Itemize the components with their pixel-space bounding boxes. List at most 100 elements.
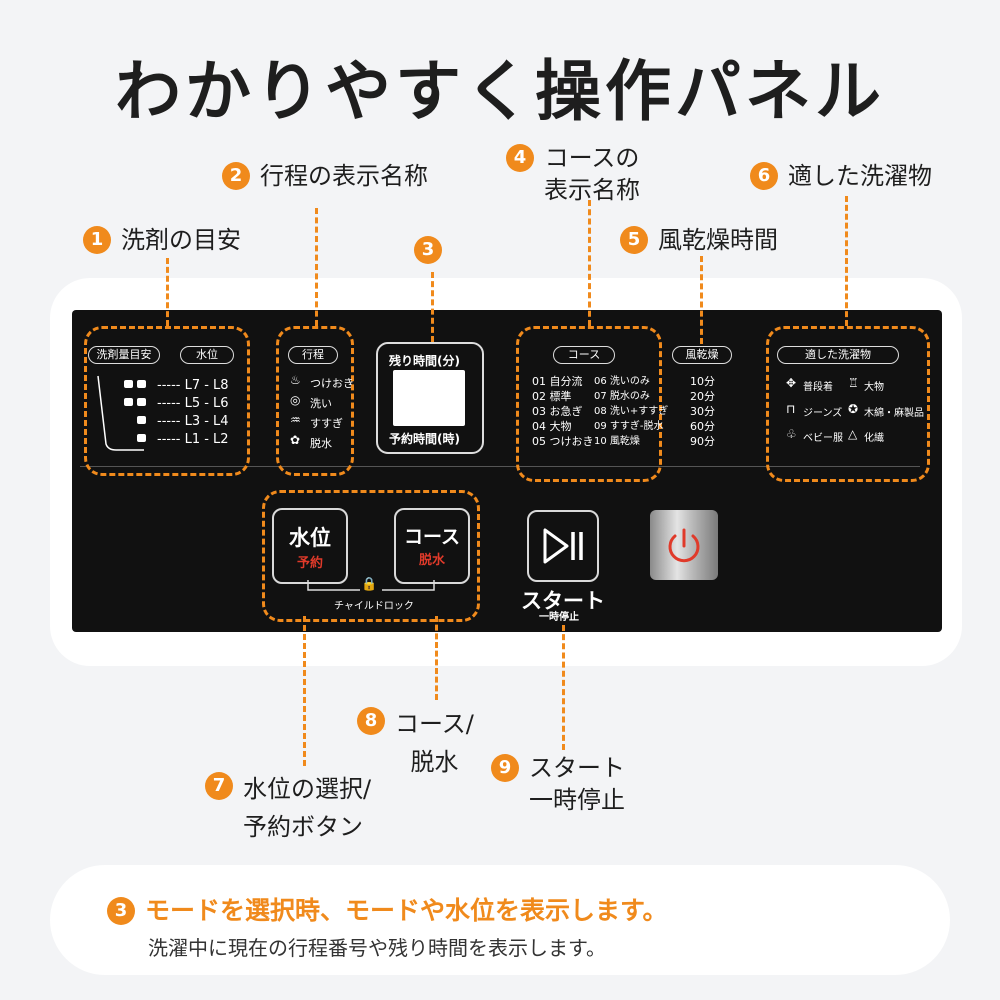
callout-number: 4 xyxy=(506,144,534,172)
course-item: 10 風乾燥 xyxy=(594,436,640,447)
child-lock-label: チャイルドロック xyxy=(334,601,414,612)
buttons-outline xyxy=(262,490,480,622)
pause-label: 一時停止 xyxy=(539,612,579,623)
course-item: 07 脱水のみ xyxy=(594,391,650,402)
course-button[interactable]: コース 脱水 xyxy=(394,508,470,584)
laundry-header: 適した洗濯物 xyxy=(777,346,899,364)
connector-line xyxy=(303,616,306,766)
rinse-icon: ♒ xyxy=(290,413,301,427)
process-rinse-label: すすぎ xyxy=(310,417,343,430)
course-button-label: コース xyxy=(403,526,461,548)
callout-number: 3 xyxy=(107,897,135,925)
connector-line xyxy=(166,258,169,326)
start-pause-button[interactable] xyxy=(527,510,599,582)
callout-number: 6 xyxy=(750,162,778,190)
callout-number: 3 xyxy=(414,236,442,264)
callout-label: 適した洗濯物 xyxy=(788,162,932,190)
callout-process-name: 2 行程の表示名称 xyxy=(222,160,428,192)
cotton-linen-icon: ✪ xyxy=(848,402,859,416)
connector-line xyxy=(435,616,438,700)
process-header: 行程 xyxy=(288,346,338,364)
synthetic-icon: △ xyxy=(848,427,858,441)
water-level-button-label: 水位 xyxy=(289,526,331,550)
course-item: 03 お急ぎ xyxy=(532,405,583,418)
lcd-screen xyxy=(393,370,465,426)
soak-icon: ♨ xyxy=(290,373,301,387)
course-list-right: 06 洗いのみ 07 脱水のみ 08 洗い+すすぎ 09 すすぎ-脱水 10 風… xyxy=(594,374,668,449)
callout-number: 7 xyxy=(205,772,233,800)
laundry-item: ベビー服 xyxy=(803,433,843,444)
connector-line xyxy=(431,272,434,342)
display-note-heading: 3 モードを選択時、モードや水位を表示します。 xyxy=(107,895,668,927)
process-soak-label: つけおき xyxy=(310,377,354,390)
baby-clothes-icon: ♧ xyxy=(786,427,797,441)
course-outline xyxy=(516,326,662,482)
callout-display: 3 xyxy=(414,234,442,264)
callout-number: 2 xyxy=(222,162,250,190)
course-item: 01 自分流 xyxy=(532,375,583,388)
callout-course-spin-button: 8 コース/ 脱水 xyxy=(357,705,474,781)
course-item: 04 大物 xyxy=(532,420,572,433)
process-wash-label: 洗い xyxy=(310,397,332,410)
callout-number: 9 xyxy=(491,754,519,782)
laundry-item: 大物 xyxy=(864,382,884,393)
air-dry-time: 20分 xyxy=(690,390,715,403)
course-item: 05 つけおき xyxy=(532,435,594,448)
course-item: 08 洗い+すすぎ xyxy=(594,406,669,417)
lock-icon: 🔒 xyxy=(361,577,378,592)
callout-label: 行程の表示名称 xyxy=(260,162,428,190)
laundry-item: 化繊 xyxy=(864,433,884,444)
connector-line xyxy=(845,196,848,326)
display-frame xyxy=(376,342,484,454)
level-row: ----- L5 - L6 xyxy=(157,396,229,411)
detergent-amount-header: 洗剤量目安 xyxy=(88,346,160,364)
callout-detergent-guide: 1 洗剤の目安 xyxy=(83,224,241,256)
callout-number: 8 xyxy=(357,707,385,735)
power-button[interactable] xyxy=(650,510,718,580)
water-level-button[interactable]: 水位 予約 xyxy=(272,508,348,584)
level-row: ----- L7 - L8 xyxy=(157,378,229,393)
course-item: 09 すすぎ-脱水 xyxy=(594,421,664,432)
panel-divider xyxy=(80,466,920,467)
connector-line xyxy=(562,625,565,750)
note-line-1: モードを選択時、モードや水位を表示します。 xyxy=(145,896,668,925)
air-dry-times: 10分 20分 30分 60分 90分 xyxy=(690,374,715,449)
child-lock-bracket xyxy=(307,580,435,591)
jeans-icon: ⊓ xyxy=(786,402,796,416)
start-label: スタート xyxy=(521,589,605,613)
air-dry-time: 60分 xyxy=(690,420,715,433)
course-item: 06 洗いのみ xyxy=(594,376,650,387)
wash-icon: ◎ xyxy=(290,393,301,407)
connector-line xyxy=(315,208,318,326)
callout-number: 1 xyxy=(83,226,111,254)
course-list-left: 01 自分流 02 標準 03 お急ぎ 04 大物 05 つけおき xyxy=(532,374,594,449)
callout-water-level-button: 7 水位の選択/ 予約ボタン xyxy=(205,770,371,846)
callout-label: スタート 一時停止 xyxy=(529,754,625,814)
remaining-time-label: 残り時間(分) xyxy=(389,354,460,368)
everyday-wear-icon: ✥ xyxy=(786,376,797,390)
spin-icon: ✿ xyxy=(290,433,301,447)
display-note-box xyxy=(50,865,950,975)
laundry-outline xyxy=(766,326,930,482)
connector-line xyxy=(700,256,703,344)
reservation-label: 予約 xyxy=(296,556,323,571)
callout-start-button: 9 スタート 一時停止 xyxy=(491,752,625,816)
level-row: ----- L3 - L4 xyxy=(157,414,229,429)
air-dry-time: 30分 xyxy=(690,405,715,418)
page-title: わかりやすく操作パネル xyxy=(115,53,885,130)
connector-line xyxy=(588,200,591,326)
callout-label: 風乾燥時間 xyxy=(658,226,778,254)
callout-label: コースの 表示名称 xyxy=(544,144,640,204)
air-dry-time: 10分 xyxy=(690,375,715,388)
laundry-item: 木綿・麻製品 xyxy=(864,408,924,419)
process-outline xyxy=(276,326,354,476)
laundry-item: ジーンズ xyxy=(803,408,843,419)
callout-number: 5 xyxy=(620,226,648,254)
measuring-cup-icon xyxy=(97,375,146,451)
callout-label: 水位の選択/ 予約ボタン xyxy=(243,775,372,841)
callout-label: コース/ 脱水 xyxy=(395,710,474,776)
callout-label: 洗剤の目安 xyxy=(121,226,241,254)
spin-label: 脱水 xyxy=(418,553,445,568)
water-level-header: 水位 xyxy=(180,346,234,364)
callout-air-dry-time: 5 風乾燥時間 xyxy=(620,224,778,256)
